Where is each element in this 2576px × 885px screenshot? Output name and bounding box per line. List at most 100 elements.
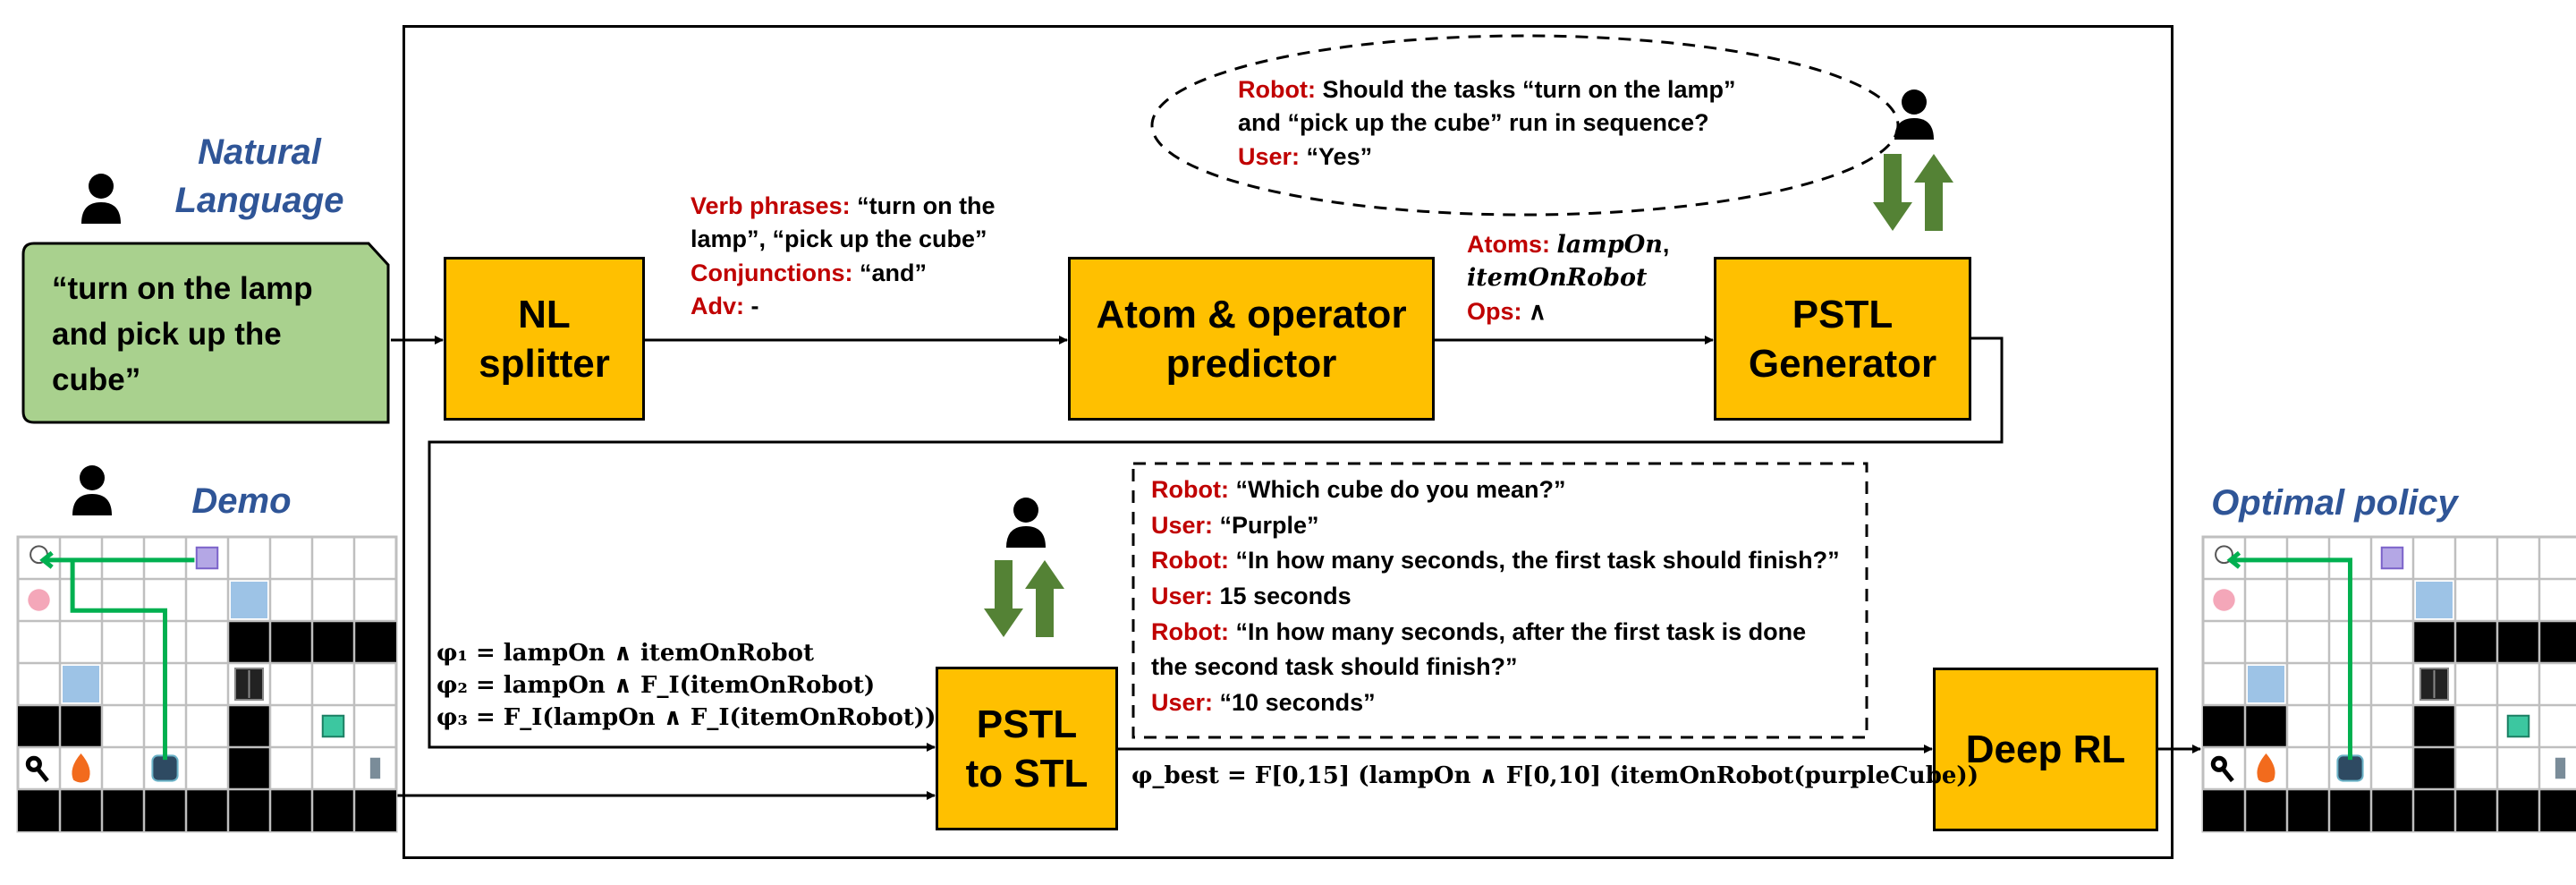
purple-cube-icon <box>2380 546 2404 570</box>
key-icon <box>25 755 42 772</box>
dialog-line: the second task should finish?” <box>1151 653 1518 681</box>
wall-cell <box>2413 789 2455 831</box>
feedback-arrows-bottom <box>984 560 1064 637</box>
dialog-bottom-box <box>1131 462 1868 739</box>
wall-cell <box>2455 789 2497 831</box>
wall-cell <box>2329 789 2371 831</box>
formula-best: φ_best = F[0,15] (lampOn ∧ F[0,10] (item… <box>1131 762 1979 789</box>
wall-cell <box>144 789 186 831</box>
adv-label: Adv: <box>691 292 744 319</box>
deep-rl-block: Deep RL <box>1933 668 2158 831</box>
light-cell <box>63 666 99 702</box>
dialog-line: Should the tasks “turn on the lamp” <box>1315 76 1736 103</box>
feedback-arrows-top <box>1873 154 1953 231</box>
dialog-top-text: Robot: Should the tasks “turn on the lam… <box>1238 73 1736 174</box>
trajectory-path <box>2230 557 2352 761</box>
nl-command-text: “turn on the lamp and pick up the cube” <box>52 271 313 397</box>
small-robot-icon <box>2555 757 2566 779</box>
person-icon <box>1006 498 1046 548</box>
wall-cell <box>312 621 354 663</box>
person-icon <box>81 174 121 224</box>
green-cube-icon <box>2506 714 2530 738</box>
trajectory-path <box>43 557 195 761</box>
wall-cell <box>2413 621 2455 663</box>
wall-cell <box>2203 789 2245 831</box>
dialog-bottom-text: Robot: “Which cube do you mean?” User: “… <box>1151 472 1840 721</box>
dialog-line: “Yes” <box>1300 142 1373 170</box>
formula-phi2: φ₂ = lampOn ∧ F_I(itemOnRobot) <box>436 671 876 699</box>
fire-icon <box>72 753 90 783</box>
verb-label: Verb phrases: <box>691 192 851 219</box>
pig-icon <box>28 589 50 611</box>
speaker-robot: Robot: <box>1151 547 1229 574</box>
demo-title: Demo <box>191 481 292 521</box>
light-cell <box>2248 666 2284 702</box>
pig-icon <box>2213 589 2235 611</box>
small-robot-icon <box>369 757 381 779</box>
person-icon <box>72 465 112 515</box>
fire-icon <box>2257 753 2275 783</box>
dialog-line: 15 seconds <box>1213 583 1352 610</box>
dialog-line: “10 seconds” <box>1213 689 1376 717</box>
key-icon-shaft <box>2220 766 2234 783</box>
dialog-line: “In how many seconds, the first task sho… <box>1228 547 1840 574</box>
wall-cell <box>2413 747 2455 789</box>
wall-cell <box>228 747 270 789</box>
green-cube-icon <box>321 714 345 738</box>
nl-command-box <box>21 242 390 424</box>
wall-cell <box>312 789 354 831</box>
person-icon <box>1894 89 1934 140</box>
candidate-formulas: φ₁ = lampOn ∧ itemOnRobot φ₂ = lampOn ∧ … <box>436 638 936 735</box>
speaker-user: User: <box>1238 142 1301 170</box>
wall-cell <box>2245 789 2287 831</box>
wall-cell <box>228 705 270 747</box>
formula-phi1: φ₁ = lampOn ∧ itemOnRobot <box>436 640 814 667</box>
adv-value: - <box>744 292 759 319</box>
speaker-robot: Robot: <box>1151 476 1229 503</box>
wall-cell <box>18 789 60 831</box>
wall-cell <box>2497 621 2539 663</box>
path-arrowhead <box>2226 550 2241 569</box>
light-cell <box>231 582 267 618</box>
speaker-user: User: <box>1151 689 1214 717</box>
lamp-icon <box>2215 545 2233 565</box>
wall-cell <box>18 705 60 747</box>
purple-cube-icon <box>195 546 219 570</box>
wall-cell <box>2287 789 2329 831</box>
wall-cell <box>2245 705 2287 747</box>
dialog-line: “Which cube do you mean?” <box>1228 476 1566 503</box>
atom-itemonrobot: itemOnRobot <box>1467 264 1648 293</box>
optimal-policy-title: Optimal policy <box>2211 483 2458 523</box>
wall-cell <box>354 621 396 663</box>
arrow-generator-loop <box>428 336 2004 752</box>
wall-cell <box>2497 789 2539 831</box>
wall-cell <box>60 789 102 831</box>
atom-lampon: lampOn <box>1556 231 1663 259</box>
splitter-output: Verb phrases: “turn on the lamp”, “pick … <box>691 190 996 323</box>
speaker-user: User: <box>1151 583 1214 610</box>
wall-cell <box>228 621 270 663</box>
conj-label: Conjunctions: <box>691 259 853 286</box>
ops-value: ∧ <box>1521 297 1546 325</box>
wall-cell <box>228 789 270 831</box>
wall-cell <box>186 789 228 831</box>
key-icon <box>2210 755 2227 772</box>
key-icon-shaft <box>35 766 49 783</box>
policy-grid <box>2201 535 2576 833</box>
dialog-line: and “pick up the cube” run in sequence? <box>1238 109 1709 137</box>
wall-cell <box>270 789 312 831</box>
conj-value: “and” <box>852 259 927 286</box>
wall-cell <box>354 789 396 831</box>
speaker-robot: Robot: <box>1238 76 1316 103</box>
atom-separator: , <box>1662 231 1670 258</box>
wall-cell <box>2455 621 2497 663</box>
ops-label: Ops: <box>1467 297 1522 325</box>
demo-grid <box>16 535 398 833</box>
light-cell <box>2416 582 2453 618</box>
wall-cell <box>270 621 312 663</box>
dialog-line: “Purple” <box>1213 511 1319 539</box>
